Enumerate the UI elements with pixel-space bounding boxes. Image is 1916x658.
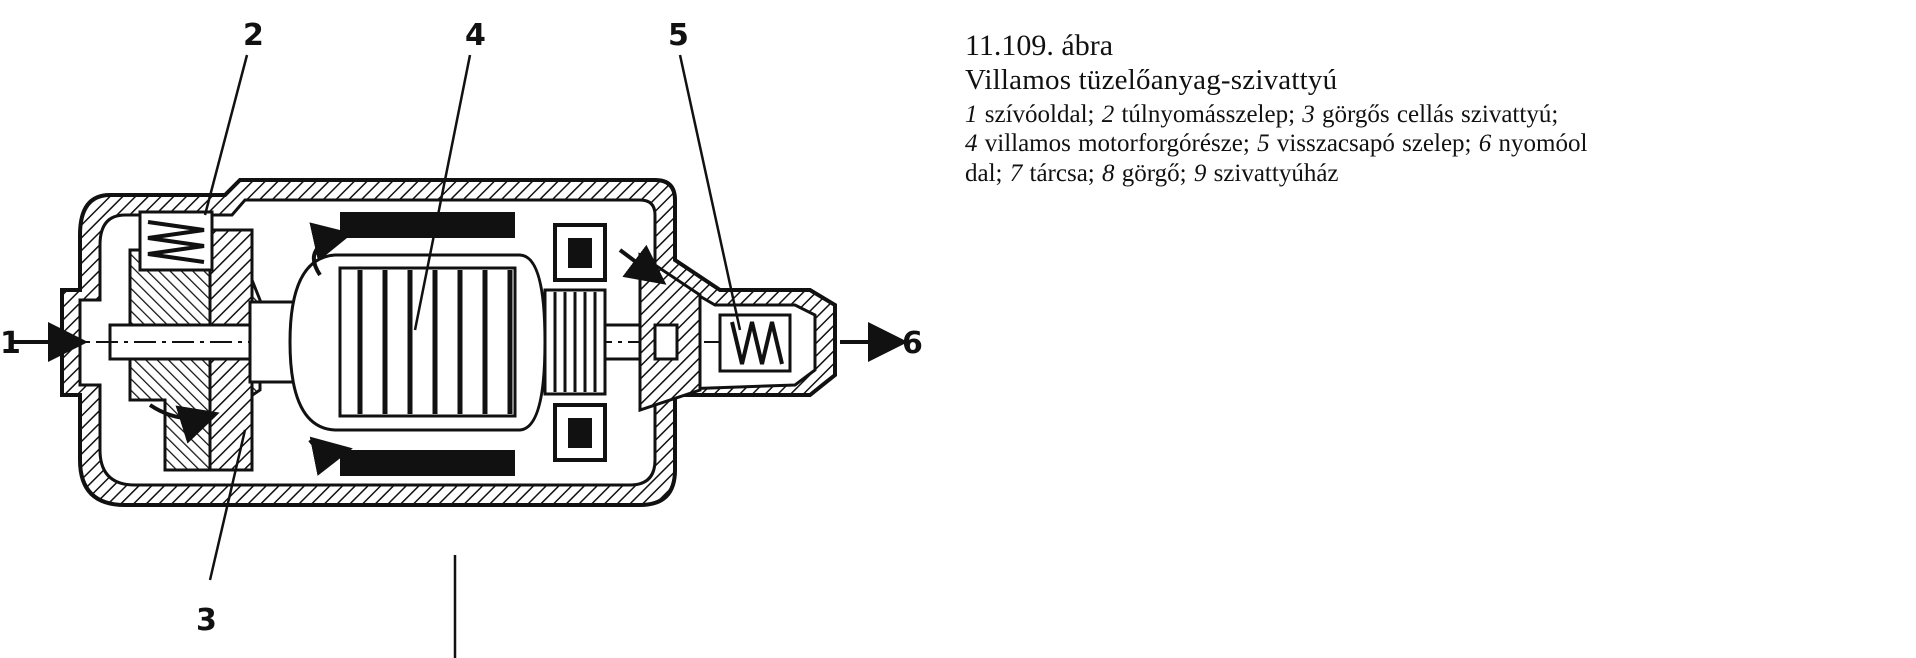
figure-caption: 11.109. ábra Villamos tüzelőanyag-szivat… (965, 28, 1905, 188)
legend-line-3: dal; 7 tárcsa; 8 görgő; 9 szivattyúház (965, 159, 1339, 187)
figure-number: 11.109. ábra (965, 29, 1114, 62)
stator-magnets (340, 212, 515, 476)
legend: 1 szívóoldal; 2 túlnyomásszelep; 3 görgő… (965, 100, 1905, 189)
callout-5: 5 (668, 18, 689, 53)
leader-lines (203, 54, 742, 658)
callout-4: 4 (465, 18, 486, 53)
legend-line-1: 1 szívóoldal; 2 túlnyomásszelep; 3 görgő… (965, 100, 1559, 128)
callout-6: 6 (902, 326, 923, 361)
brush-holders (553, 223, 607, 462)
flow-arrows (10, 222, 908, 476)
fuel-pump-diagram: 1 2 3 4 5 6 (0, 18, 923, 658)
motor-rotor (288, 253, 547, 432)
pressure-relief-valve (138, 210, 214, 272)
commutator (543, 288, 607, 396)
figure-title: Villamos tüzelőanyag-szivattyú (965, 64, 1338, 97)
legend-line-2: 4 villamos motorforgórésze; 5 visszacsap… (965, 130, 1588, 158)
check-valve (638, 252, 792, 413)
callout-2: 2 (243, 18, 264, 53)
callout-1: 1 (0, 326, 21, 361)
callout-3: 3 (196, 603, 217, 638)
